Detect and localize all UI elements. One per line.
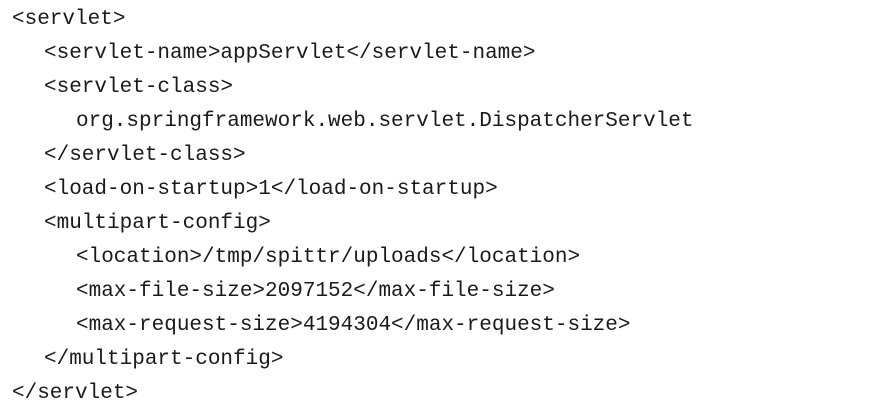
code-line-servlet-close: </servlet>: [12, 382, 139, 405]
code-line-location: <location>/tmp/spittr/uploads</location>: [76, 246, 581, 269]
code-line-max-file-size: <max-file-size>2097152</max-file-size>: [76, 280, 555, 303]
code-line-load-on-startup: <load-on-startup>1</load-on-startup>: [44, 178, 498, 201]
code-line-servlet-name: <servlet-name>appServlet</servlet-name>: [44, 42, 536, 65]
code-line-multipart-config-close: </multipart-config>: [44, 348, 284, 371]
code-line-servlet-class-close: </servlet-class>: [44, 144, 246, 167]
code-line-servlet-class-value: org.springframework.web.servlet.Dispatch…: [76, 110, 694, 133]
code-line-max-request-size: <max-request-size>4194304</max-request-s…: [76, 314, 631, 337]
code-line-servlet-open: <servlet>: [12, 8, 126, 31]
code-line-servlet-class-open: <servlet-class>: [44, 76, 234, 99]
code-line-multipart-config-open: <multipart-config>: [44, 212, 271, 235]
